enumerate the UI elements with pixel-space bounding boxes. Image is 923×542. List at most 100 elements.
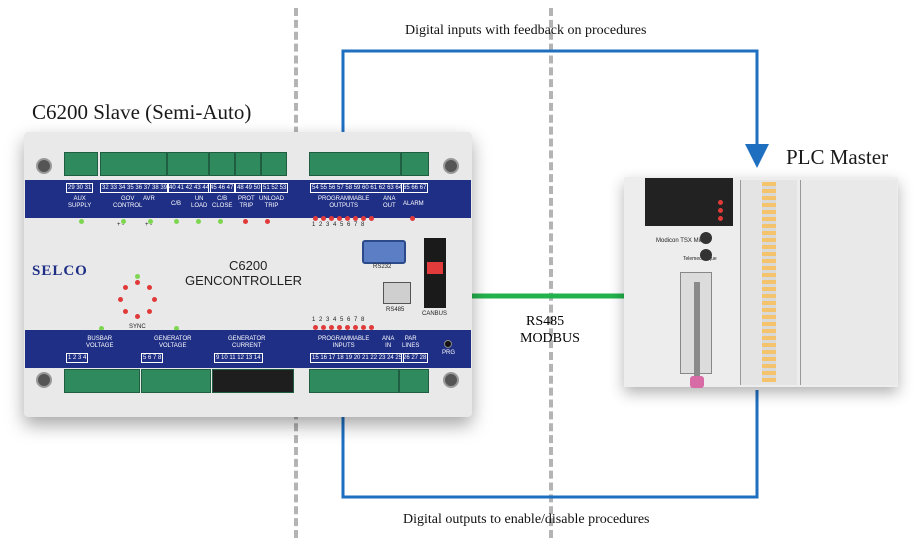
pins-cb-close: 45 46 47 bbox=[208, 183, 236, 193]
model-label: C6200 bbox=[229, 258, 268, 273]
plc-brand-label: Modicon TSX Micro bbox=[656, 238, 709, 244]
pins-alarm: 65 66 67 bbox=[401, 183, 429, 193]
screw-icon bbox=[36, 372, 52, 388]
pins-generator-voltage: 5 6 7 8 bbox=[141, 353, 164, 363]
plc-port-icon bbox=[700, 232, 712, 244]
rs485-connector-icon bbox=[383, 282, 411, 304]
canbus-label: CANBUS bbox=[422, 311, 448, 317]
screw-icon bbox=[443, 372, 459, 388]
led-avr bbox=[148, 219, 153, 224]
pins-prot: 48 49 50 bbox=[235, 183, 263, 193]
pins-cb: 40 41 42 43 44 bbox=[167, 183, 212, 193]
label-avr: AVR bbox=[143, 196, 155, 202]
link-label-rs485: RS485 bbox=[526, 314, 565, 329]
top-arrow-label: Digital inputs with feedback on procedur… bbox=[405, 23, 647, 38]
pins-unload: 51 52 53 bbox=[261, 183, 289, 193]
label-generator-voltage: GENERATOR VOLTAGE bbox=[154, 336, 192, 349]
selco-logo: SELCO bbox=[32, 263, 88, 279]
label-cb-close: C/B CLOSE bbox=[212, 196, 233, 209]
plc-status-led bbox=[718, 208, 723, 213]
label-unload: UN LOAD bbox=[191, 196, 208, 209]
led-in-8 bbox=[369, 325, 374, 330]
pins-prog-out: 54 55 56 57 58 59 60 61 62 63 64 bbox=[310, 183, 405, 193]
pins-par-lines: 26 27 28 bbox=[401, 353, 429, 363]
led-out-4 bbox=[337, 216, 342, 221]
label-prot-trip: PROT TRIP bbox=[238, 196, 255, 209]
led-out-7 bbox=[361, 216, 366, 221]
plc-cable bbox=[694, 282, 700, 382]
label-par-lines: PAR LINES bbox=[402, 336, 420, 349]
screw-icon bbox=[36, 158, 52, 174]
led-unload bbox=[196, 219, 201, 224]
label-prog-inputs: PROGRAMMABLE INPUTS bbox=[318, 336, 370, 349]
plc-io-module bbox=[800, 180, 897, 385]
pins-gov-avr: 32 33 34 35 36 37 38 39 bbox=[100, 183, 170, 193]
led-in-5 bbox=[345, 325, 350, 330]
rs232-label: RS232 bbox=[373, 264, 392, 270]
link-label-modbus: MODBUS bbox=[520, 331, 580, 346]
plc-status-led bbox=[718, 216, 723, 221]
plc-terminal-strip bbox=[762, 182, 776, 382]
output-enable-arrow bbox=[334, 390, 759, 499]
label-alarm: ALARM bbox=[403, 201, 424, 207]
screw-icon bbox=[443, 158, 459, 174]
avr-plus-minus: + - bbox=[145, 222, 153, 228]
terminal-block-generator-voltage bbox=[141, 369, 211, 393]
label-busbar-voltage: BUSBAR VOLTAGE bbox=[86, 336, 114, 349]
bottom-label-band bbox=[25, 330, 471, 368]
master-title: PLC Master bbox=[786, 145, 889, 169]
plc-status-led bbox=[718, 200, 723, 205]
led-in-3 bbox=[329, 325, 334, 330]
dip-switches-icon bbox=[427, 262, 443, 274]
label-prog-outputs: PROGRAMMABLE OUTPUTS bbox=[318, 196, 370, 209]
input-numbers: 1 2 3 4 5 6 7 8 bbox=[312, 317, 365, 323]
slave-title: C6200 Slave (Semi-Auto) bbox=[32, 100, 252, 124]
terminal-block-par-lines bbox=[399, 369, 429, 393]
led-busbar bbox=[99, 326, 104, 331]
sync-led-ring bbox=[118, 274, 158, 320]
led-out-5 bbox=[345, 216, 350, 221]
gov-plus-minus: + - bbox=[117, 222, 125, 228]
led-in-4 bbox=[337, 325, 342, 330]
led-in-6 bbox=[353, 325, 358, 330]
terminal-block-generator-current bbox=[212, 369, 294, 393]
terminal-block-alarm bbox=[401, 152, 429, 176]
led-in-7 bbox=[361, 325, 366, 330]
separator-right bbox=[549, 8, 553, 538]
led-unload-trip bbox=[265, 219, 270, 224]
led-generator bbox=[174, 326, 179, 331]
output-numbers: 1 2 3 4 5 6 7 8 bbox=[312, 222, 365, 228]
bottom-arrow-label: Digital outputs to enable/disable proced… bbox=[403, 512, 650, 527]
plc-maker-label: Telemecanique bbox=[683, 256, 717, 262]
led-in-2 bbox=[321, 325, 326, 330]
led-cb-close bbox=[218, 219, 223, 224]
led-prot-trip bbox=[243, 219, 248, 224]
terminal-block-prog-inputs bbox=[309, 369, 399, 393]
prg-button[interactable] bbox=[444, 340, 452, 348]
terminal-block-prog-out bbox=[309, 152, 401, 176]
label-generator-current: GENERATOR CURRENT bbox=[228, 336, 266, 349]
terminal-block-aux bbox=[64, 152, 98, 176]
top-label-band bbox=[25, 180, 471, 218]
led-out-8 bbox=[369, 216, 374, 221]
rs232-connector-icon bbox=[362, 240, 406, 264]
pins-prog-inputs: 15 16 17 18 19 20 21 22 23 24 25 bbox=[310, 353, 405, 363]
gencontroller-label: GENCONTROLLER bbox=[185, 273, 303, 288]
pins-busbar: 1 2 3 4 bbox=[66, 353, 89, 363]
label-aux-supply: AUX SUPPLY bbox=[68, 196, 92, 209]
led-in-1 bbox=[313, 325, 318, 330]
label-ana-out: ANA OUT bbox=[383, 196, 396, 209]
terminal-block-prot bbox=[235, 152, 261, 176]
led-cb bbox=[174, 219, 179, 224]
terminal-block-unload bbox=[261, 152, 287, 176]
plc-cable-plug bbox=[690, 376, 704, 388]
label-cb: C/B bbox=[171, 201, 182, 207]
label-ana-in: ANA IN bbox=[382, 336, 395, 349]
led-out-6 bbox=[353, 216, 358, 221]
pins-generator-current: 9 10 11 12 13 14 bbox=[214, 353, 263, 363]
sync-label: SYNC bbox=[129, 324, 146, 330]
led-out-1 bbox=[313, 216, 318, 221]
prg-label: PRG bbox=[442, 350, 456, 356]
input-feedback-arrow bbox=[341, 49, 769, 168]
led-out-3 bbox=[329, 216, 334, 221]
